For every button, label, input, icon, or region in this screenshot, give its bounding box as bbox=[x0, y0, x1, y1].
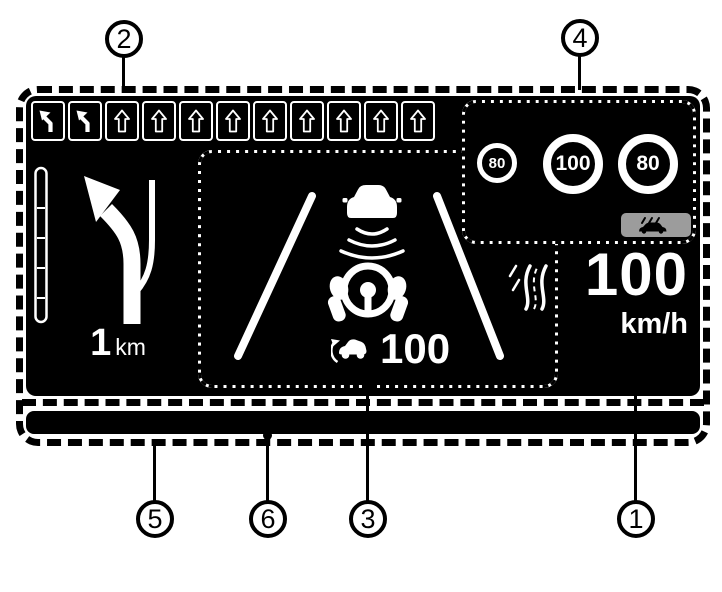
speed-limit-value: 80 bbox=[636, 152, 660, 175]
turn-fork-arrow-icon bbox=[84, 176, 155, 324]
leader-line-6 bbox=[266, 436, 269, 502]
radar-waves-icon bbox=[339, 227, 405, 260]
leader-dot-3 bbox=[363, 383, 372, 392]
callout-4-label: 4 bbox=[572, 22, 588, 53]
lane-arrow-fork-left-icon bbox=[68, 101, 102, 141]
leader-line-2 bbox=[122, 57, 125, 90]
vehicle-speed-value: 100 bbox=[584, 241, 688, 308]
lane-arrow-straight-icon bbox=[105, 101, 139, 141]
vehicle-speed-readout: 100 km/h bbox=[556, 241, 696, 341]
car-rear-icon bbox=[342, 185, 402, 218]
callout-4: 4 bbox=[561, 19, 599, 57]
speed-limit-sign: 100 bbox=[543, 134, 603, 194]
callout-3-label: 3 bbox=[360, 503, 376, 534]
lane-arrow-fork-left-icon bbox=[31, 101, 65, 141]
lane-arrow-straight-icon bbox=[216, 101, 250, 141]
speed-limit-value: 100 bbox=[555, 152, 591, 175]
maneuver-distance-value: 1 bbox=[90, 322, 112, 364]
steering-wheel-hands-icon bbox=[327, 262, 409, 322]
curvy-road-rain-icon bbox=[508, 264, 548, 311]
callout-2: 2 bbox=[105, 20, 143, 58]
speed-limit-zone: 80 100 80 bbox=[462, 100, 696, 244]
lane-arrow-straight-icon bbox=[179, 101, 213, 141]
callout-6-label: 6 bbox=[260, 503, 276, 534]
callout-5-label: 5 bbox=[147, 503, 163, 534]
callout-2-label: 2 bbox=[116, 23, 132, 54]
callout-3: 3 bbox=[349, 500, 387, 538]
lane-arrow-straight-icon bbox=[142, 101, 176, 141]
maneuver-distance-unit: km bbox=[115, 334, 146, 360]
callout-1-label: 1 bbox=[628, 503, 644, 534]
callout-6: 6 bbox=[249, 500, 287, 538]
lane-lines bbox=[234, 192, 504, 360]
set-speed-value: 100 bbox=[380, 325, 451, 372]
set-speed-readout: 100 bbox=[331, 328, 450, 370]
vehicle-speed-unit: km/h bbox=[620, 308, 688, 340]
speed-limit-value: 80 bbox=[488, 154, 506, 172]
lane-arrow-straight-icon bbox=[253, 101, 287, 141]
lane-guidance-strip bbox=[31, 101, 435, 141]
lane-arrow-straight-icon bbox=[401, 101, 435, 141]
status-strip bbox=[26, 411, 700, 434]
lane-arrow-straight-icon bbox=[327, 101, 361, 141]
distance-scale-bar bbox=[34, 166, 48, 324]
display-outline-frame bbox=[16, 86, 710, 446]
display-section-divider bbox=[22, 399, 704, 406]
callout-1: 1 bbox=[617, 500, 655, 538]
speed-limit-sign: 80 bbox=[477, 143, 517, 183]
acc-vehicle-icon bbox=[331, 339, 367, 364]
rain-condition-badge bbox=[621, 213, 691, 237]
leader-dot-6 bbox=[263, 431, 272, 440]
lane-arrow-straight-icon bbox=[364, 101, 398, 141]
assist-view-zone: 100 bbox=[198, 150, 558, 388]
leader-line-4 bbox=[578, 56, 581, 90]
lane-arrow-straight-icon bbox=[290, 101, 324, 141]
leader-line-1 bbox=[634, 390, 637, 502]
speed-limit-sign: 80 bbox=[618, 134, 678, 194]
rain-condition-icon bbox=[639, 217, 667, 234]
leader-line-5 bbox=[153, 444, 156, 502]
callout-5: 5 bbox=[136, 500, 174, 538]
